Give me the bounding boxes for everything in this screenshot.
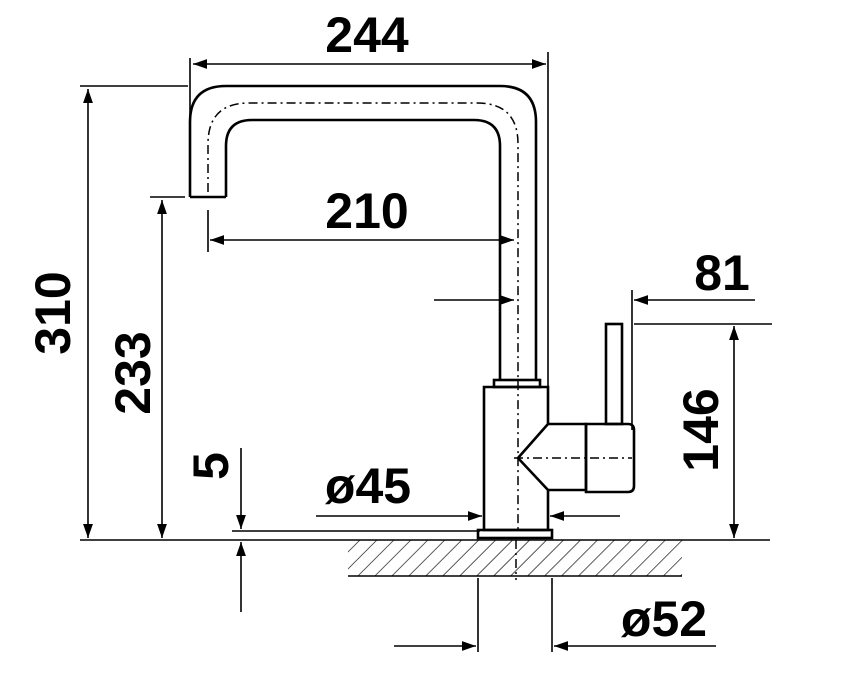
dim-label-base-diameter: ø45 xyxy=(325,458,411,514)
dimension-labels: 244 210 81 ø45 ø52 310 233 146 5 xyxy=(25,7,750,647)
dim-label-244: 244 xyxy=(325,7,409,63)
faucet-body xyxy=(188,84,636,580)
dim-label-233: 233 xyxy=(105,331,161,414)
countertop xyxy=(80,530,770,577)
dim-label-310: 310 xyxy=(25,271,81,354)
dim-label-210: 210 xyxy=(325,183,408,239)
dim-label-5: 5 xyxy=(183,452,239,480)
dimension-lines xyxy=(83,59,755,651)
dim-label-81: 81 xyxy=(694,245,750,301)
dim-label-hole-diameter: ø52 xyxy=(621,591,707,647)
dim-label-146: 146 xyxy=(673,388,729,471)
extension-lines xyxy=(80,52,772,652)
